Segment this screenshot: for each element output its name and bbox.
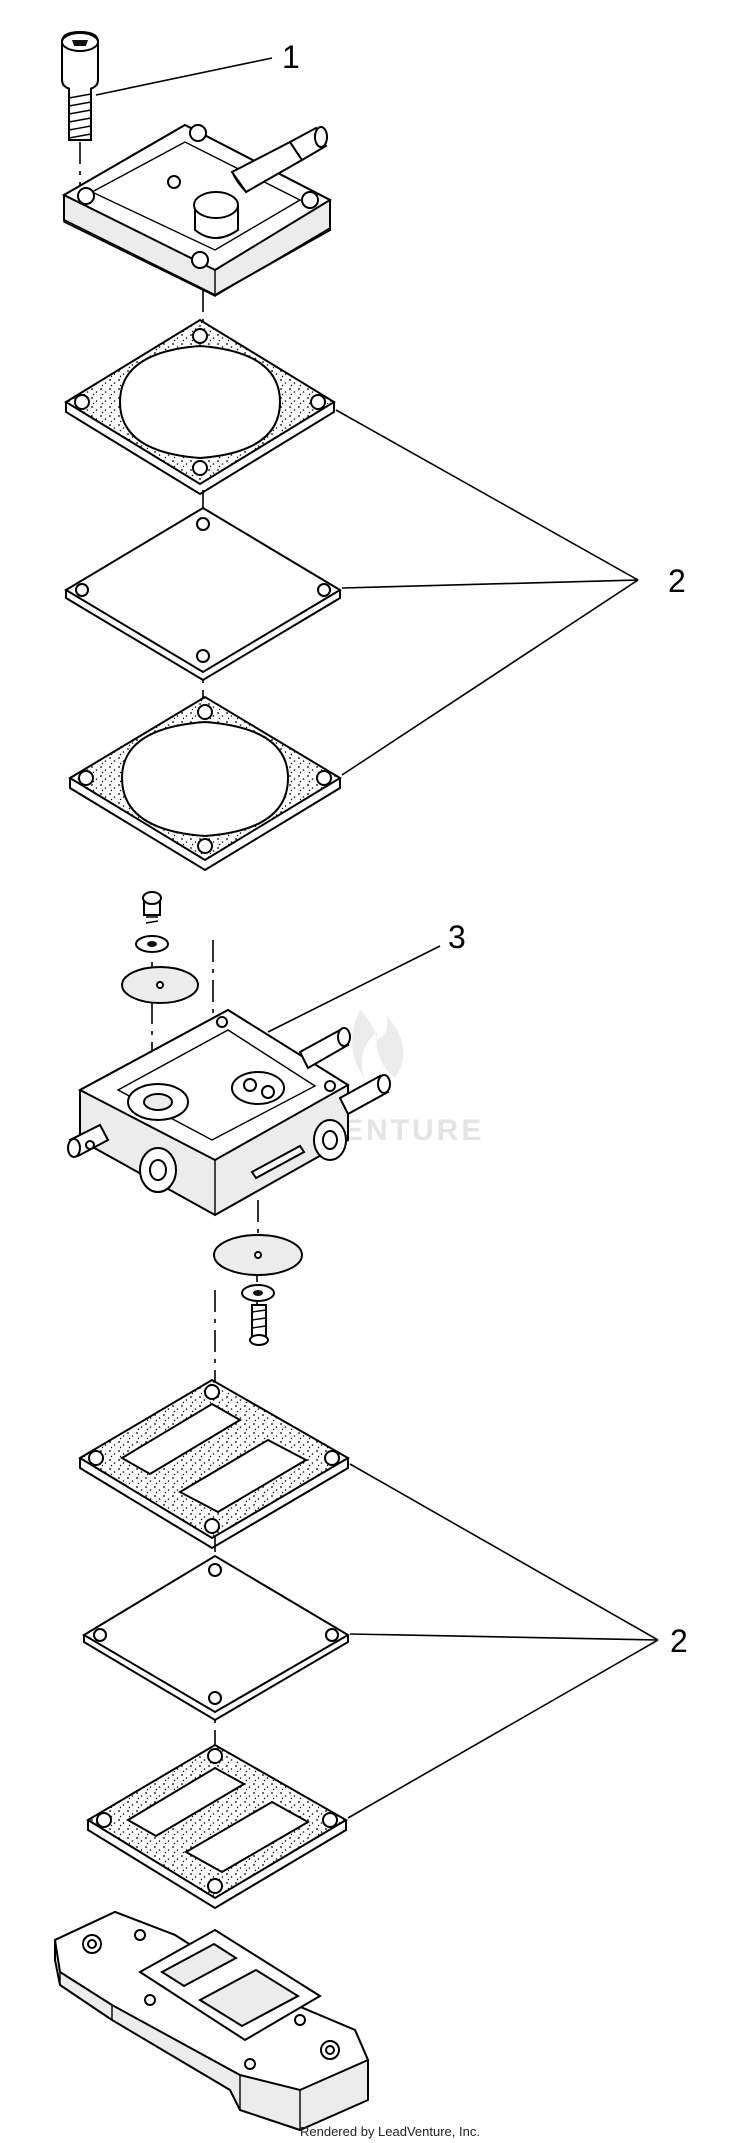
- lower-diaphragm: [82, 1554, 350, 1722]
- upper-gasket-a: [64, 318, 336, 496]
- top-cover: [61, 123, 333, 298]
- pump-body: [67, 1008, 391, 1217]
- upper-gasket-b: [68, 695, 342, 872]
- credit-text: Rendered by LeadVenture, Inc.: [300, 2124, 480, 2139]
- callout-lower-gasket-set: 2: [670, 1623, 688, 1659]
- lower-gasket-b: [86, 1743, 348, 1910]
- leader-lines: [95, 57, 659, 1819]
- upper-valve-screw: [121, 891, 199, 1004]
- callout-pump-body: 3: [448, 919, 466, 955]
- lower-valve-screw: [213, 1234, 303, 1346]
- upper-diaphragm: [64, 506, 342, 682]
- callout-bolt: 1: [282, 39, 300, 75]
- base-flange: [53, 1910, 370, 2132]
- bolt-part-1: [61, 30, 99, 185]
- callout-upper-gasket-set: 2: [668, 563, 686, 599]
- lower-gasket-a: [78, 1378, 350, 1550]
